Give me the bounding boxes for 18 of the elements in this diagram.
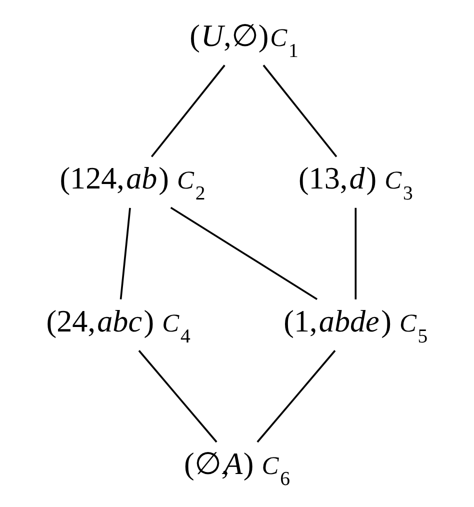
node-label: C$_{5}$ [399, 309, 428, 348]
connector [262, 64, 338, 158]
connector [170, 206, 318, 300]
node-text: (U,∅) [190, 18, 269, 53]
connector [150, 64, 226, 158]
connector [138, 350, 218, 443]
node-label: C$_{1}$ [270, 24, 298, 62]
node-label: C$_{3}$ [384, 166, 413, 205]
node-text: (124,ab) [60, 160, 169, 196]
connector [120, 208, 131, 300]
node-text: (24,abc) [46, 303, 154, 338]
node-label: C$_{6}$ [262, 452, 290, 490]
connector [256, 350, 336, 443]
node-label: C$_{4}$ [162, 309, 190, 348]
node-label: C$_{2}$ [176, 166, 206, 205]
node-text: (1,abde) [284, 303, 392, 338]
connector [354, 208, 357, 300]
node-text: (13,d) [298, 160, 377, 196]
